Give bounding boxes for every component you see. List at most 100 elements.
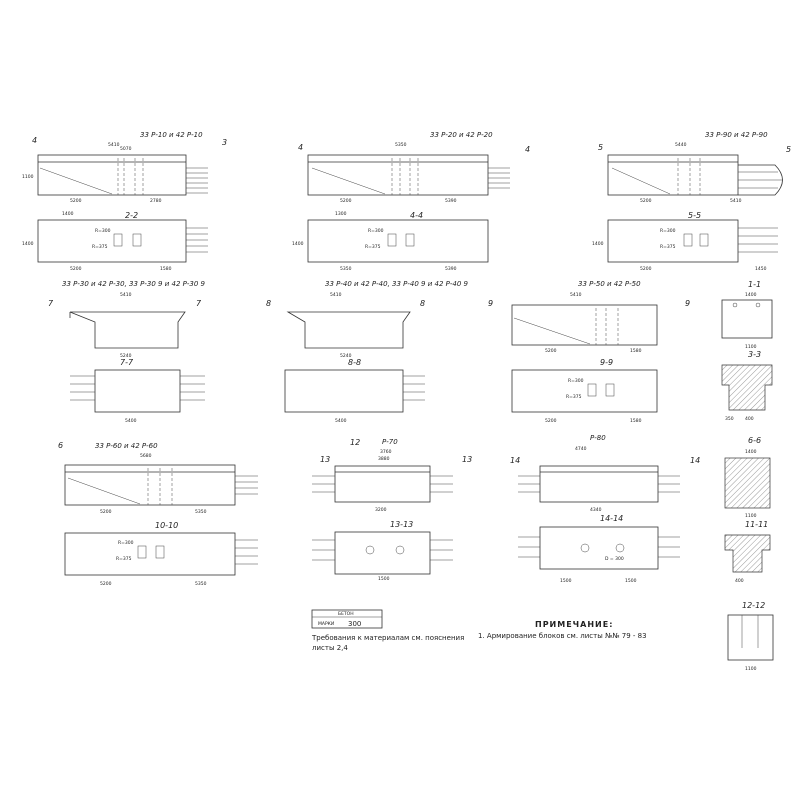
dim-label: 5410 xyxy=(730,198,742,204)
dim-label: 5440 xyxy=(675,142,687,148)
dim-label: 5390 xyxy=(445,198,457,204)
section-title: 5-5 xyxy=(688,211,701,220)
rebar-ends xyxy=(186,167,208,194)
section-6-6: 6-6 1400 1100 xyxy=(724,436,771,519)
block-outline xyxy=(64,464,236,506)
block-outline xyxy=(307,154,489,196)
radius-label: R=375 xyxy=(566,394,582,400)
dim-label: 5350 xyxy=(195,509,207,515)
section-outline xyxy=(721,299,773,339)
section-outline xyxy=(727,614,774,661)
dim-label: 5400 xyxy=(125,418,137,424)
cut-mark: 12 xyxy=(350,438,360,447)
section-3-3: 3-3 350 400 xyxy=(721,350,773,422)
radius-label: R=300 xyxy=(118,540,134,546)
dim-label: 5350 xyxy=(395,142,407,148)
rebar-ends xyxy=(518,536,680,558)
plan-outline xyxy=(64,532,236,576)
block-title: 33 Р-20 и 42 Р-20 xyxy=(430,131,493,139)
rebar-ends xyxy=(312,475,453,493)
dim-label: 5070 xyxy=(120,146,132,152)
block-outline xyxy=(286,311,411,349)
materials-note-sheets: листы 2,4 xyxy=(312,644,348,652)
plan-outline xyxy=(511,369,658,413)
section-title: 14-14 xyxy=(600,514,623,523)
dim-label: 1400 xyxy=(592,241,604,247)
dim-label: 1500 xyxy=(378,576,390,582)
section-outline xyxy=(721,364,773,411)
section-title: 9-9 xyxy=(600,358,613,367)
block-outline xyxy=(607,154,739,196)
dim-label: 400 xyxy=(735,578,744,584)
cut-mark: 13 xyxy=(320,455,330,464)
block-33r90-elevation: 33 Р-90 и 42 Р-90 5440 5200 5410 5 5 xyxy=(598,131,791,204)
cut-mark: 9 xyxy=(685,299,690,308)
block-33r60-elevation: 33 Р-60 и 42 Р-60 5680 5200 5350 6 xyxy=(58,441,258,515)
dim-label: 1400 xyxy=(745,449,757,455)
block-outline xyxy=(539,465,659,503)
radius-label: R=300 xyxy=(568,378,584,384)
slope-line xyxy=(39,167,113,195)
dim-label: 1500 xyxy=(560,578,572,584)
section-title: 12-12 xyxy=(742,601,765,610)
radius-label: R=375 xyxy=(92,244,108,250)
block-title: 33 Р-30 и 42 Р-30, 33 Р-30 9 и 42 Р-30 9 xyxy=(62,280,205,288)
dim-label: 1100 xyxy=(745,666,757,672)
plan-outline xyxy=(284,369,404,413)
block-r70-plan: 13-13 1500 xyxy=(312,520,453,582)
section-title: 10-10 xyxy=(155,521,178,530)
cut-mark: 4 xyxy=(32,136,37,145)
dim-label: 1400 xyxy=(745,292,757,298)
block-33r30-plan: 7-7 5400 xyxy=(70,358,205,424)
block-33r10-elevation: 33 Р-10 и 42 Р-10 5410 5070 5200 2780 11… xyxy=(22,131,227,204)
block-title: 33 Р-40 и 42 Р-40, 33 Р-40 9 и 42 Р-40 9 xyxy=(325,280,468,288)
dim-label: 1580 xyxy=(630,418,642,424)
section-title: 11-11 xyxy=(745,520,768,529)
radius-label: R=300 xyxy=(660,228,676,234)
block-33r30-elevation: 33 Р-30 и 42 Р-30, 33 Р-30 9 и 42 Р-30 9… xyxy=(48,280,205,359)
section-title: 6-6 xyxy=(748,436,761,445)
dim-label: 5410 xyxy=(570,292,582,298)
dim-label: 1400 xyxy=(22,241,34,247)
plan-outline xyxy=(334,531,431,575)
block-outline xyxy=(37,154,187,196)
block-33r50-plan: 9-9 R=300 R=375 5200 1580 xyxy=(511,358,658,424)
section-title: 1-1 xyxy=(748,280,761,289)
block-title: 33 Р-50 и 42 Р-50 xyxy=(578,280,641,288)
plan-outline xyxy=(307,219,489,263)
radius-label: R=375 xyxy=(660,244,676,250)
block-r70-elevation: Р-70 3760 3880 3200 13 13 12 xyxy=(312,438,472,513)
dim-label: 1450 xyxy=(755,266,767,272)
section-11-11: 11-11 400 xyxy=(724,520,771,584)
dim-label: 1580 xyxy=(630,348,642,354)
block-33r90-plan: 5-5 R=300 R=375 5200 1450 1400 xyxy=(592,211,778,272)
radius-label: R=375 xyxy=(365,244,381,250)
dim-label: 5200 xyxy=(545,348,557,354)
dim-label: 5410 xyxy=(108,142,120,148)
rebar-ends xyxy=(403,375,425,401)
dim-label: 2780 xyxy=(150,198,162,204)
section-outline xyxy=(724,457,771,509)
block-outline xyxy=(69,311,186,349)
dim-label: 1500 xyxy=(625,578,637,584)
cut-mark: 13 xyxy=(462,455,472,464)
note-heading: ПРИМЕЧАНИЕ: xyxy=(535,620,613,629)
rebar-ends xyxy=(518,475,680,493)
cut-mark: 6 xyxy=(58,441,63,450)
block-33r20-elevation: 33 Р-20 и 42 Р-20 5350 5200 5390 4 4 xyxy=(298,131,530,204)
dim-label: 5200 xyxy=(640,266,652,272)
dim-label: 1100 xyxy=(745,513,757,519)
dim-label: 5200 xyxy=(545,418,557,424)
dim-label: 5200 xyxy=(70,198,82,204)
section-title: 7-7 xyxy=(120,358,134,367)
block-title: 33 Р-60 и 42 Р-60 xyxy=(95,442,158,450)
dim-label: 1100 xyxy=(22,174,34,180)
block-r80-elevation: Р-80 4740 4340 14 14 xyxy=(510,434,700,513)
cut-mark: 14 xyxy=(690,456,700,465)
section-title: 3-3 xyxy=(748,350,761,359)
section-1-1: 1-1 1400 1100 xyxy=(721,280,773,350)
stamp-mark-label: МАРКИ xyxy=(318,621,334,627)
rebar-ends xyxy=(70,375,205,401)
block-r80-plan: 14-14 D = 300 1500 1500 xyxy=(518,514,680,584)
